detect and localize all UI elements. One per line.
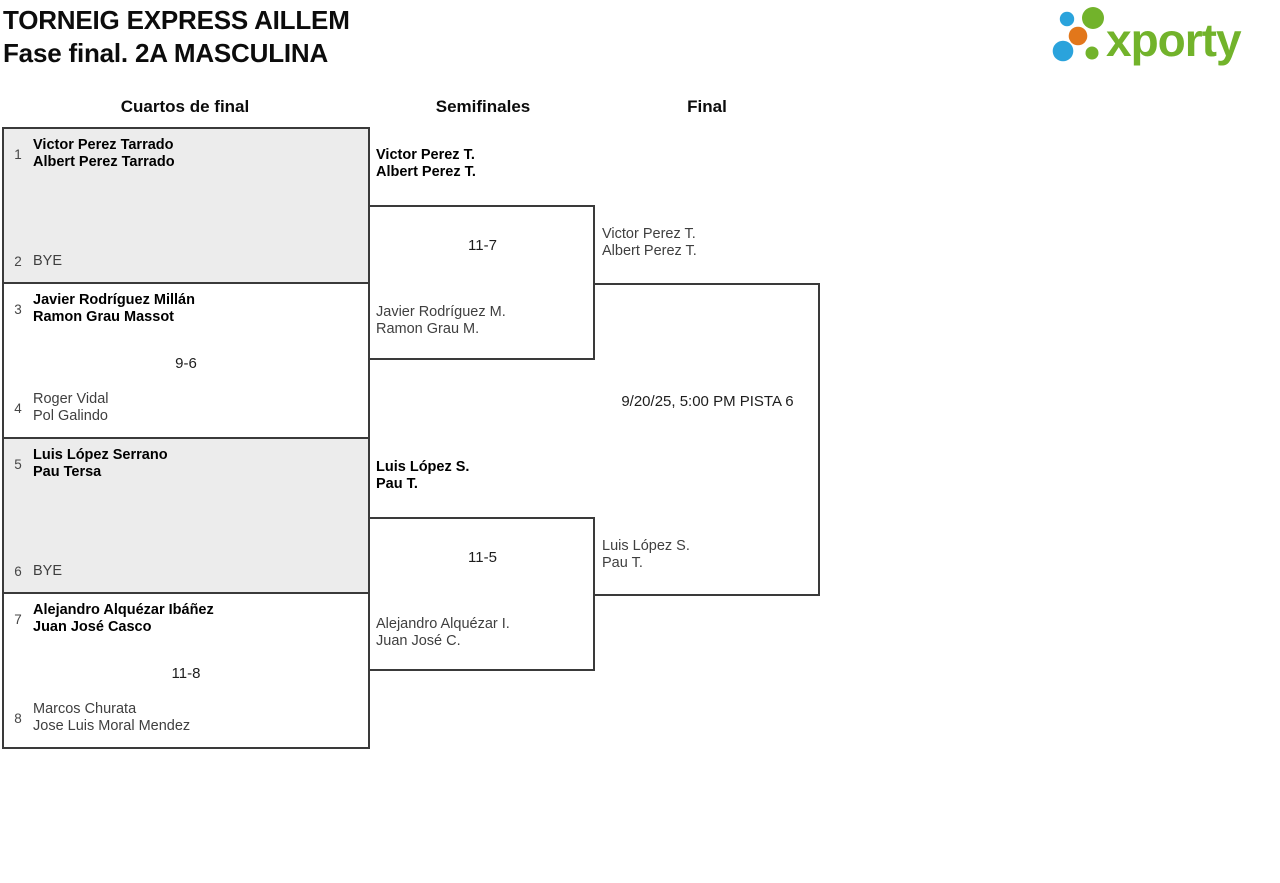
final-bottom-team: Luis López S. Pau T.	[602, 538, 690, 572]
team-seed: 4	[14, 400, 22, 416]
team-seed: 8	[14, 710, 22, 726]
team-name-line: Javier Rodríguez M.	[376, 304, 506, 320]
title-line-1: TORNEIG EXPRESS AILLEM	[3, 5, 350, 35]
team-name-line: Marcos Churata	[33, 701, 137, 717]
sf2-top-team: Luis López S. Pau T.	[376, 459, 469, 493]
team-entry: 5 Luis López Serrano Pau Tersa	[10, 447, 362, 481]
team-name-line: Jose Luis Moral Mendez	[33, 718, 191, 734]
team-seed: 3	[14, 301, 22, 317]
team-names: Victor Perez Tarrado Albert Perez Tarrad…	[33, 137, 175, 171]
team-name-line: Juan José Casco	[33, 619, 152, 635]
team-name-line: Luis López Serrano	[33, 447, 168, 463]
team-names: BYE	[33, 563, 62, 580]
title-line-2: Fase final. 2A MASCULINA	[3, 38, 329, 68]
team-name-line: Albert Perez T.	[376, 164, 476, 180]
final-schedule: 9/20/25, 5:00 PM PISTA 6	[621, 393, 794, 410]
team-name-line: Albert Perez T.	[602, 243, 697, 259]
team-name-line: Luis López S.	[602, 538, 690, 554]
match-sf-2	[370, 517, 595, 671]
team-name-line: BYE	[33, 253, 63, 269]
team-seed: 5	[14, 456, 22, 472]
sf2-bottom-team: Alejandro Alquézar I. Juan José C.	[376, 616, 510, 650]
team-name-line: Luis López S.	[376, 459, 470, 475]
team-names: BYE	[33, 253, 62, 270]
team-name-line: Alejandro Alquézar I.	[376, 616, 510, 632]
match-final	[595, 283, 820, 596]
team-names: Javier Rodríguez Millán Ramon Grau Masso…	[33, 292, 195, 326]
team-entry: 3 Javier Rodríguez Millán Ramon Grau Mas…	[10, 292, 362, 326]
team-entry: 1 Victor Perez Tarrado Albert Perez Tarr…	[10, 137, 362, 171]
match-qf-4: 7 Alejandro Alquézar Ibáñez Juan José Ca…	[2, 592, 370, 749]
team-seed: 7	[14, 611, 22, 627]
sf1-score: 11-7	[468, 237, 497, 254]
match-score: 11-8	[171, 665, 201, 682]
team-entry: 8 Marcos Churata Jose Luis Moral Mendez	[10, 701, 362, 735]
team-name-line: Pol Galindo	[33, 408, 108, 424]
team-name-line: Victor Perez T.	[602, 226, 696, 242]
match-qf-2: 3 Javier Rodríguez Millán Ramon Grau Mas…	[2, 282, 370, 439]
team-name-line: Victor Perez T.	[376, 147, 475, 163]
team-names: Luis López Serrano Pau Tersa	[33, 447, 168, 481]
team-name-line: Albert Perez Tarrado	[33, 154, 175, 170]
team-seed: 1	[14, 146, 22, 162]
team-name-line: Ramon Grau M.	[376, 321, 480, 337]
match-qf-1: 1 Victor Perez Tarrado Albert Perez Tarr…	[2, 127, 370, 284]
round-header-final: Final	[687, 97, 727, 116]
team-name-line: Roger Vidal	[33, 391, 109, 407]
team-names: Marcos Churata Jose Luis Moral Mendez	[33, 701, 190, 735]
xporty-logo[interactable]: xporty	[1046, 3, 1276, 67]
team-name-line: Juan José C.	[376, 633, 461, 649]
team-name-line: Pau T.	[376, 476, 418, 492]
team-entry: 6 BYE	[10, 563, 362, 580]
match-sf-1	[370, 205, 595, 360]
team-name-line: Alejandro Alquézar Ibáñez	[33, 602, 214, 618]
team-entry: 7 Alejandro Alquézar Ibáñez Juan José Ca…	[10, 602, 362, 636]
team-seed: 6	[14, 564, 22, 579]
tournament-title: TORNEIG EXPRESS AILLEM Fase final. 2A MA…	[3, 4, 350, 70]
round-header-cuartos: Cuartos de final	[120, 97, 250, 116]
match-qf-3: 5 Luis López Serrano Pau Tersa 6 BYE	[2, 437, 370, 594]
team-name-line: BYE	[33, 563, 63, 579]
team-name-line: Javier Rodríguez Millán	[33, 292, 195, 308]
team-name-line: Ramon Grau Massot	[33, 309, 174, 325]
match-score: 9-6	[175, 355, 197, 372]
round-header-semifinales: Semifinales	[435, 97, 531, 116]
logo-wordmark: xporty	[1106, 14, 1242, 66]
team-names: Roger Vidal Pol Galindo	[33, 391, 109, 425]
sf2-score: 11-5	[468, 549, 497, 566]
team-name-line: Victor Perez Tarrado	[33, 137, 174, 153]
sf1-top-team: Victor Perez T. Albert Perez T.	[376, 147, 476, 181]
team-entry: 2 BYE	[10, 253, 362, 270]
sf1-bottom-team: Javier Rodríguez M. Ramon Grau M.	[376, 304, 506, 338]
logo-dots-icon	[1052, 7, 1104, 62]
team-seed: 2	[14, 254, 22, 269]
team-name-line: Pau Tersa	[33, 464, 102, 480]
final-top-team: Victor Perez T. Albert Perez T.	[602, 226, 697, 260]
team-names: Alejandro Alquézar Ibáñez Juan José Casc…	[33, 602, 214, 636]
team-name-line: Pau T.	[602, 555, 643, 571]
team-entry: 4 Roger Vidal Pol Galindo	[10, 391, 362, 425]
